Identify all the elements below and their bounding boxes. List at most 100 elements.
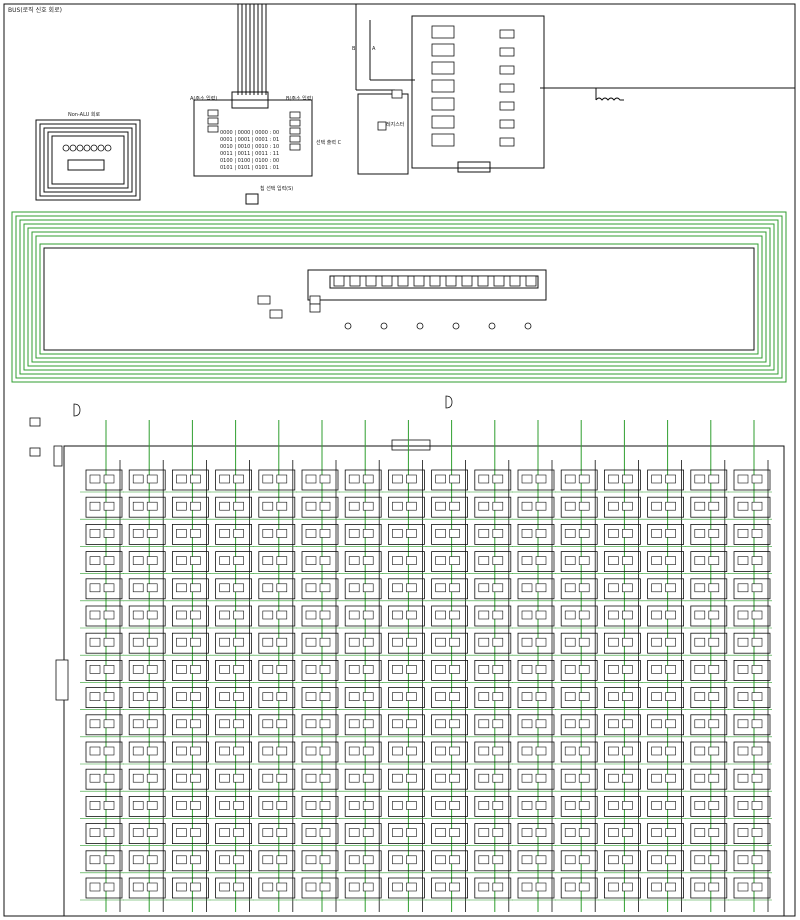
ram-cell — [431, 741, 469, 763]
ram-cell-latch — [146, 583, 158, 593]
truth-table-row: 0100 | 0100 | 0100 : 00 — [220, 158, 280, 164]
ram-cell-latch — [276, 801, 288, 810]
ram-cell — [604, 496, 641, 518]
ram-cell-gate — [262, 501, 274, 511]
ram-cell-latch — [319, 556, 331, 565]
ram-cell-latch — [535, 719, 547, 729]
ram-cell-latch — [276, 665, 288, 674]
ram-cell — [431, 605, 469, 627]
ram-cell-gate — [348, 855, 360, 865]
ram-cell-gate — [219, 828, 230, 837]
ram-cell-gate — [176, 855, 187, 865]
ram-cell-latch — [535, 855, 547, 865]
ram-cell — [344, 660, 382, 681]
ram-cell-latch — [708, 583, 720, 593]
ram-cell-gate — [305, 692, 317, 701]
ram-cell — [733, 660, 771, 681]
ram-cell — [690, 877, 728, 899]
ram-cell — [733, 687, 771, 708]
ram-cell — [301, 469, 339, 491]
ram-cell-gate — [89, 583, 101, 593]
ram-cell-gate — [521, 882, 533, 892]
ram-cell-gate — [608, 719, 619, 729]
ram-cell-gate — [435, 529, 446, 538]
ram-cell — [128, 605, 166, 627]
ram-cell-latch — [103, 501, 115, 511]
ram-cell — [171, 660, 209, 681]
ram-cell-latch — [190, 801, 201, 810]
ram-cell-latch — [449, 556, 460, 565]
ram-cell — [85, 741, 123, 763]
ram-cell — [128, 469, 166, 491]
ram-cell — [171, 551, 209, 572]
ram-cell — [560, 632, 598, 654]
ram-cell-latch — [665, 583, 676, 593]
ram-cell-latch — [406, 637, 417, 647]
ram-cell-latch — [535, 474, 547, 484]
ram-cell-gate — [219, 556, 230, 565]
ram-cell-gate — [262, 882, 274, 892]
ram-cell-latch — [449, 719, 460, 729]
ram-cell-gate — [89, 719, 101, 729]
ram-cell-gate — [608, 855, 619, 865]
ram-cell-gate — [305, 501, 317, 511]
ram-cell — [647, 496, 684, 518]
ram-cell — [560, 741, 598, 763]
ram-cell — [690, 714, 728, 736]
ram-cell-gate — [176, 828, 187, 837]
ram-cell-gate — [262, 474, 274, 484]
ram-cell-gate — [132, 692, 144, 701]
ram-cell-gate — [564, 665, 576, 674]
inductor-symbol — [595, 97, 624, 101]
ram-cell-gate — [219, 529, 230, 538]
ram-cell — [560, 660, 598, 681]
ram-cell-gate — [435, 692, 446, 701]
ram-cell-gate — [737, 828, 749, 837]
ram-cell — [171, 877, 209, 899]
ram-cell — [171, 524, 209, 545]
ram-cell — [474, 524, 512, 545]
ram-cell-latch — [276, 474, 288, 484]
ram-cell-gate — [176, 610, 187, 620]
ram-cell-latch — [622, 746, 633, 756]
ram-cell-latch — [665, 773, 676, 783]
circuit-title: BUS(로직 신호 회로) — [8, 7, 62, 14]
ram-cell-latch — [622, 556, 633, 565]
ram-cell-gate — [219, 610, 230, 620]
ram-cell — [647, 605, 684, 627]
ram-cell-latch — [319, 474, 331, 484]
ram-cell-latch — [751, 692, 763, 701]
ram-cell-latch — [535, 882, 547, 892]
ram-cell-latch — [233, 501, 244, 511]
ram-cell-gate — [132, 746, 144, 756]
ram-cell-latch — [276, 692, 288, 701]
ram-cell-gate — [564, 583, 576, 593]
ram-cell-gate — [348, 474, 360, 484]
truth-table-row: 0001 | 0001 | 0001 : 01 — [220, 137, 280, 143]
ram-cell — [215, 605, 253, 627]
ram-cell-gate — [521, 583, 533, 593]
ram-cell-latch — [492, 773, 504, 783]
ram-cell-gate — [694, 773, 706, 783]
truth-table-row: 0101 | 0101 | 0101 : 01 — [220, 165, 280, 171]
ram-cell-gate — [694, 474, 706, 484]
ram-cell-gate — [478, 583, 490, 593]
ram-cell — [215, 632, 253, 654]
ram-cell-gate — [132, 637, 144, 647]
ram-cell-latch — [665, 665, 676, 674]
ram-cell-latch — [406, 665, 417, 674]
ram-cell-gate — [176, 719, 187, 729]
ram-cell-latch — [362, 610, 374, 620]
ram-cell-latch — [319, 801, 331, 810]
ram-cell-gate — [564, 501, 576, 511]
ram-cell-gate — [478, 746, 490, 756]
ram-cell-gate — [478, 556, 490, 565]
ram-cell — [258, 823, 296, 844]
ram-cell-latch — [751, 556, 763, 565]
ram-cell — [560, 850, 598, 872]
ram-cell — [604, 877, 641, 899]
ram-cell-gate — [694, 529, 706, 538]
ram-cell — [604, 850, 641, 872]
ram-cell-gate — [392, 801, 403, 810]
